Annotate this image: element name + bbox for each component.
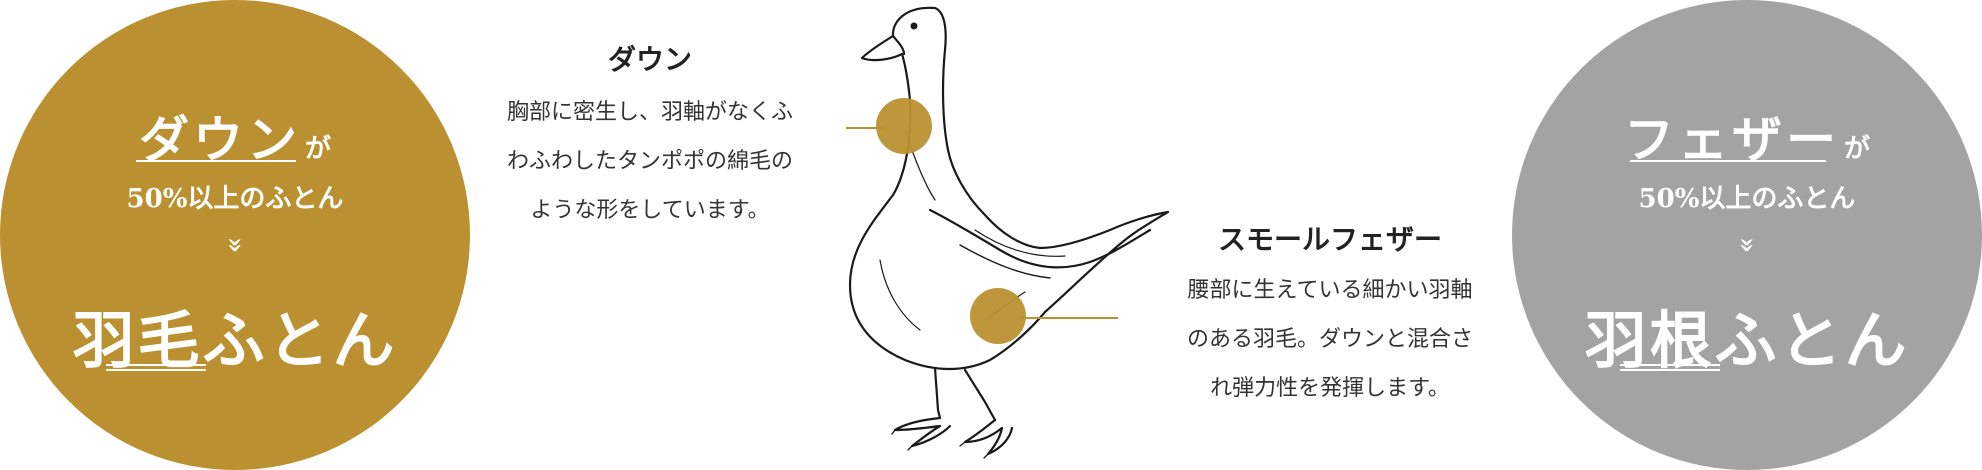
chevron-down-icon: » [220, 236, 250, 254]
down-product-underline [106, 364, 206, 371]
down-product-name: 羽毛ふとん [72, 304, 398, 377]
feather-product-name: 羽根ふとん [1584, 304, 1910, 377]
down-futon-circle: ダウンが 50%以上のふとん » 羽毛ふとん [0, 0, 470, 470]
feather-subtitle: 50%以上のふとん [1638, 184, 1856, 214]
down-title-underline [136, 160, 296, 162]
feather-callout-description: 腰部に生えている細かい羽軸 のある羽毛。ダウンと混合さ れ弾力性を発揮します。 [1186, 278, 1473, 401]
feather-callout-heading: スモールフェザー [1217, 223, 1442, 256]
down-subtitle: 50%以上のふとん [126, 184, 344, 214]
feather-title-underline [1630, 160, 1826, 162]
feather-futon-circle: フェザーが 50%以上のふとん » 羽根ふとん [1512, 0, 1982, 470]
chevron-down-icon: » [1732, 236, 1762, 254]
goose-illustration [846, 6, 1170, 459]
feather-title: フェザーが [1623, 110, 1870, 169]
down-title: ダウンが [138, 110, 331, 169]
down-callout-description: 胸部に密生し、羽軸がなくふ わふわしたタンポポの綿毛の ような形をしています。 [506, 100, 793, 223]
feather-product-underline [1620, 364, 1720, 371]
down-callout-heading: ダウン [607, 43, 692, 76]
